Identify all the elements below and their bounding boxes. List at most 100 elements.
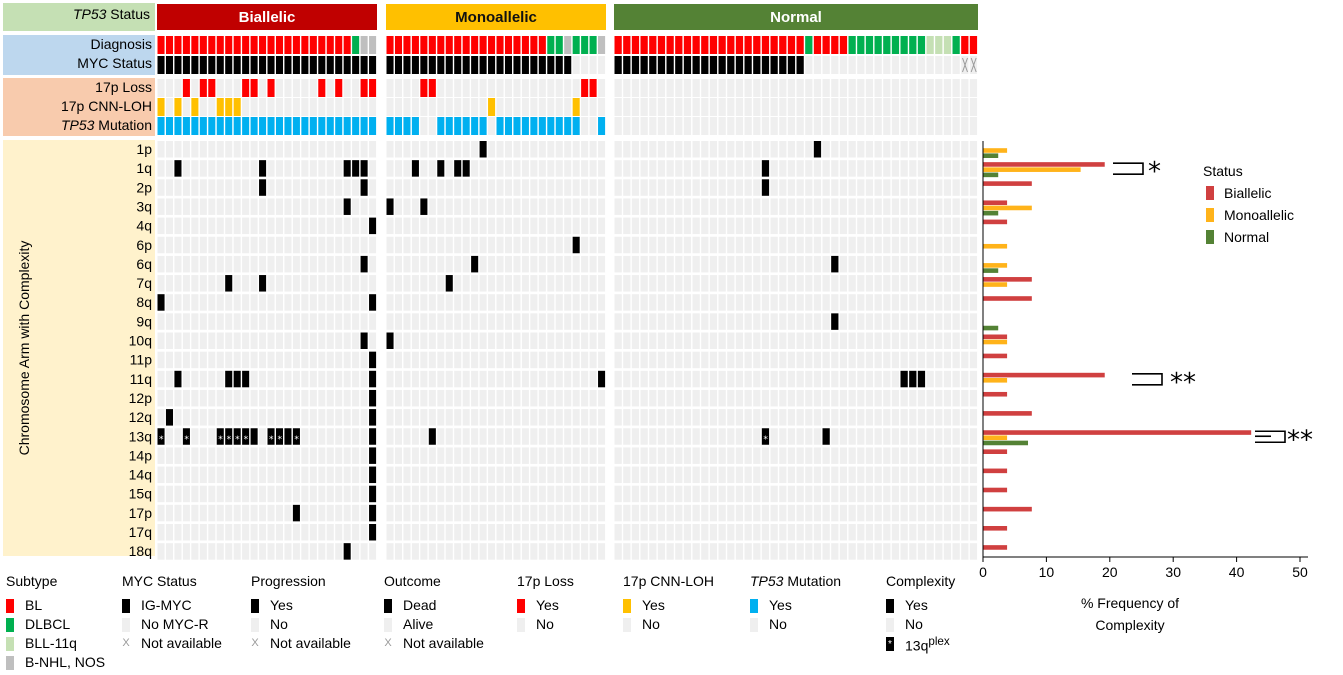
diagnosis-cell <box>292 36 300 54</box>
complexity-cell <box>292 179 300 196</box>
complexity-cell <box>504 255 513 273</box>
group-header-label: Biallelic <box>239 9 296 26</box>
diagnosis-cell <box>394 36 403 54</box>
myc-cell <box>530 56 538 74</box>
myc-cell <box>454 56 462 74</box>
complexity-cell <box>411 141 419 158</box>
complexity-cell <box>513 466 521 484</box>
complexity-cell <box>488 485 496 503</box>
complexity-cell <box>657 409 666 426</box>
not-available-mark <box>962 57 968 73</box>
loss-cell <box>259 79 267 97</box>
complexity-cell <box>242 409 250 426</box>
complexity-cell <box>900 389 908 407</box>
complexity-cell <box>657 294 666 311</box>
complexity-cell <box>479 198 487 215</box>
bar-monoallelic-6q <box>983 263 1008 268</box>
complexity-cell <box>267 466 275 484</box>
complexity-cell <box>564 198 572 215</box>
complexity-cell <box>326 370 334 388</box>
complexity-cell <box>343 485 351 503</box>
complexity-cell <box>547 141 555 158</box>
complexity-cell <box>909 428 917 445</box>
complexity-cell <box>352 332 360 349</box>
complexity-cell <box>488 370 496 388</box>
loss-cell <box>969 79 978 97</box>
complexity-cell <box>284 179 292 196</box>
complexity-cell <box>961 179 969 196</box>
cnloh-cell <box>683 98 692 116</box>
complexity-cell <box>233 160 241 177</box>
mutation-cell <box>301 117 309 135</box>
complexity-cell <box>900 255 908 273</box>
complexity-cell <box>555 447 563 464</box>
mutation-cell <box>857 117 865 135</box>
complexity-cell <box>640 198 648 215</box>
myc-cell <box>935 56 943 74</box>
mutation-cell <box>233 117 241 135</box>
complexity-cell <box>943 198 952 215</box>
complexity-cell <box>831 313 839 330</box>
complexity-cell <box>787 275 796 292</box>
complexity-cell <box>718 351 726 369</box>
complexity-cell <box>488 313 496 330</box>
complexity-cell <box>926 141 934 158</box>
complexity-cell <box>709 313 718 330</box>
complexity-cell <box>675 447 683 464</box>
complexity-cell <box>233 255 241 273</box>
complexity-cell <box>403 275 411 292</box>
complexity-cell <box>292 504 300 522</box>
complexity-cell <box>445 504 453 522</box>
complexity-cell <box>292 160 300 177</box>
complexity-cell <box>831 389 839 407</box>
complexity-cell <box>874 389 882 407</box>
diagnosis-cell <box>744 36 752 54</box>
complexity-cell <box>326 179 334 196</box>
complexity-cell <box>839 236 848 254</box>
complexity-cell <box>496 485 504 503</box>
complexity-cell <box>640 485 648 503</box>
myc-cell <box>292 56 300 74</box>
cnloh-cell <box>761 98 770 116</box>
complexity-cell <box>326 198 334 215</box>
complexity-cell <box>292 198 300 215</box>
complexity-cell <box>403 524 411 541</box>
complexity-cell <box>157 409 165 426</box>
cnloh-cell <box>250 98 258 116</box>
complexity-cell <box>857 370 865 388</box>
legend-item: Alive <box>384 615 484 634</box>
complexity-cell <box>454 198 462 215</box>
status-legend-title: Status <box>1203 163 1243 179</box>
complexity-cell <box>488 504 496 522</box>
complexity-cell <box>157 141 165 158</box>
complexity-cell <box>318 428 326 445</box>
complexity-cell <box>969 351 978 369</box>
legend-title-subtype: Subtype <box>6 573 58 589</box>
legend-label: No <box>769 616 787 632</box>
complexity-cell <box>598 485 606 503</box>
complexity-cell <box>335 543 343 560</box>
complexity-cell <box>521 294 529 311</box>
complexity-cell <box>216 332 224 349</box>
complexity-cell <box>692 179 700 196</box>
cnloh-cell <box>969 98 978 116</box>
complexity-cell <box>649 447 657 464</box>
complexity-cell <box>701 236 709 254</box>
complexity-cell <box>900 524 908 541</box>
complexity-cell <box>208 485 216 503</box>
complexity-cell <box>917 485 926 503</box>
complexity-cell <box>779 466 787 484</box>
complexity-cell <box>623 294 631 311</box>
complexity-cell <box>157 255 165 273</box>
complexity-cell <box>479 275 487 292</box>
complexity-cell <box>891 485 900 503</box>
complexity-cell <box>191 275 199 292</box>
plex-mark: * <box>227 435 232 445</box>
mutation-cell <box>865 117 874 135</box>
complexity-cell <box>926 428 934 445</box>
complexity-cell <box>555 389 563 407</box>
complexity-cell <box>301 409 309 426</box>
cnloh-cell <box>631 98 640 116</box>
complexity-cell <box>547 255 555 273</box>
mutation-cell <box>267 117 275 135</box>
